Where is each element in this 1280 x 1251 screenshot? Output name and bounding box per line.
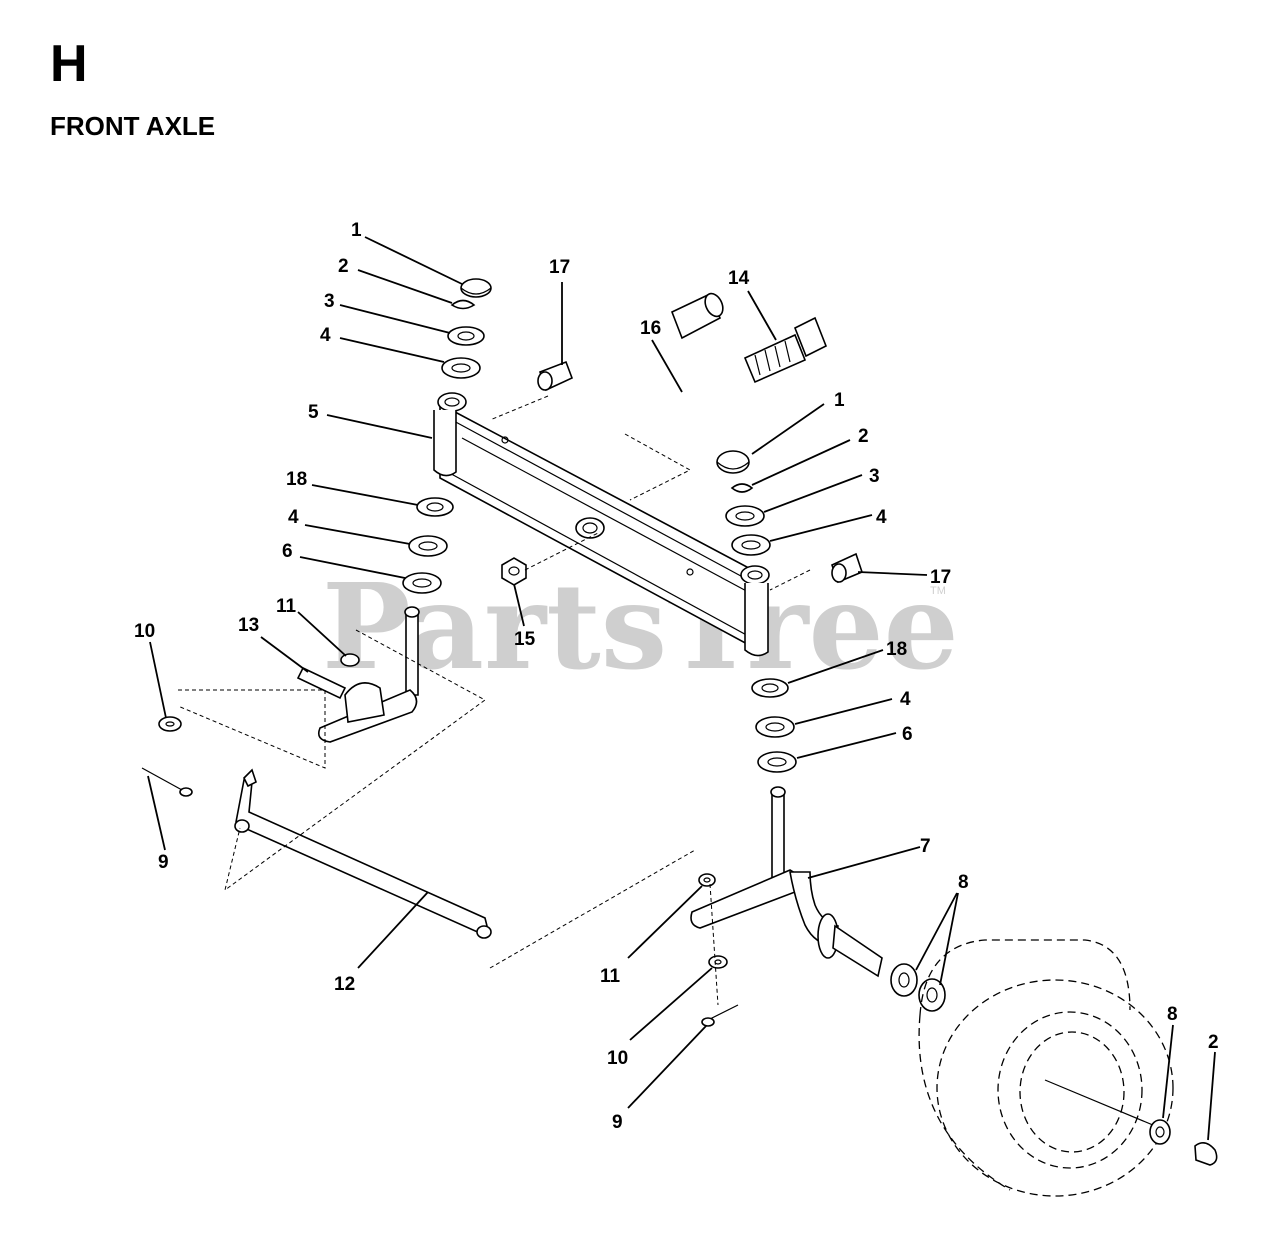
callout-4: 4 (288, 507, 299, 528)
callout-6: 6 (282, 541, 293, 562)
callout-18: 18 (886, 639, 907, 660)
left-spindle-assembly (141, 278, 492, 797)
callout-17: 17 (549, 257, 570, 278)
callout-10: 10 (607, 1048, 628, 1069)
callout-2: 2 (858, 426, 869, 447)
callout-8: 8 (958, 872, 969, 893)
wheel (918, 939, 1218, 1197)
callout-8: 8 (1167, 1004, 1178, 1025)
callout-6: 6 (902, 724, 913, 745)
callout-5: 5 (308, 402, 319, 423)
callout-15: 15 (514, 629, 536, 650)
callout-2: 2 (1208, 1032, 1219, 1053)
callout-11: 11 (276, 596, 297, 617)
callout-16: 16 (640, 318, 661, 339)
callout-9: 9 (612, 1112, 623, 1133)
callout-11: 11 (600, 966, 621, 987)
callout-12: 12 (334, 974, 355, 995)
axle-beam (433, 392, 770, 657)
section-letter: H (50, 35, 88, 93)
callout-1: 1 (834, 390, 845, 411)
callout-13: 13 (238, 615, 259, 636)
callout-3: 3 (324, 291, 335, 312)
callout-1: 1 (351, 220, 362, 241)
callout-10: 10 (134, 621, 155, 642)
callout-labels: 1 2 3 4 5 18 4 6 17 16 14 1 2 3 4 17 15 … (134, 220, 1219, 1133)
callout-4: 4 (876, 507, 887, 528)
callout-2: 2 (338, 256, 349, 277)
callout-7: 7 (920, 836, 931, 857)
callout-14: 14 (728, 268, 750, 289)
assembly-dashed-lines (177, 395, 811, 1006)
watermark-trademark: TM (930, 585, 946, 597)
leader-lines (147, 236, 1216, 1141)
callout-3: 3 (869, 466, 880, 487)
callout-9: 9 (158, 852, 169, 873)
callout-4: 4 (320, 325, 331, 346)
callout-18: 18 (286, 469, 307, 490)
callout-4: 4 (900, 689, 911, 710)
drag-link (234, 768, 492, 939)
section-title: FRONT AXLE (50, 111, 216, 141)
bushing-and-bolt (501, 292, 863, 586)
callout-17: 17 (930, 567, 951, 588)
